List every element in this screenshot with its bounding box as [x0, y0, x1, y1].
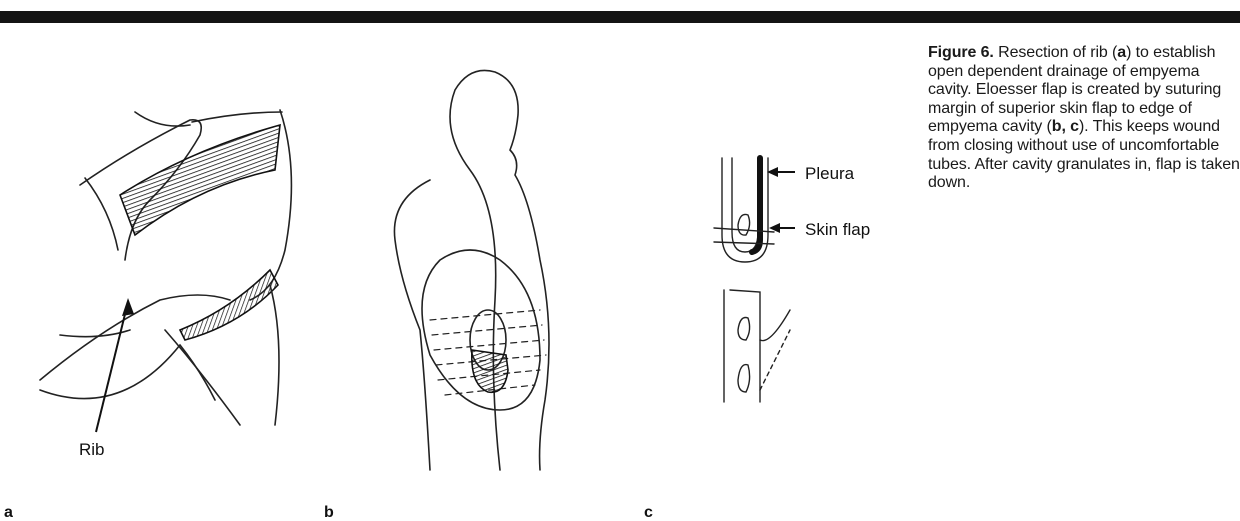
label-pleura: Pleura: [805, 165, 854, 182]
caption-ref-a: a: [1117, 44, 1126, 61]
label-skin-flap: Skin flap: [805, 221, 870, 238]
panel-c-drawing: [714, 158, 790, 402]
caption-text-1: Resection of rib (: [994, 44, 1117, 61]
caption-ref-bc: b, c: [1052, 118, 1079, 135]
caption-figure-label: Figure 6.: [928, 44, 994, 61]
panel-a-drawing: [40, 110, 291, 425]
panel-letter-a: a: [4, 505, 13, 521]
rib-pointer-line: [96, 302, 128, 432]
panel-letter-b: b: [324, 505, 334, 521]
rib-pointer-arrowhead: [122, 298, 134, 316]
label-rib: Rib: [79, 441, 105, 458]
panel-b-drawing: [394, 70, 549, 470]
figure-caption: Figure 6. Resection of rib (a) to establ…: [928, 44, 1240, 193]
panel-letter-c: c: [644, 505, 653, 521]
